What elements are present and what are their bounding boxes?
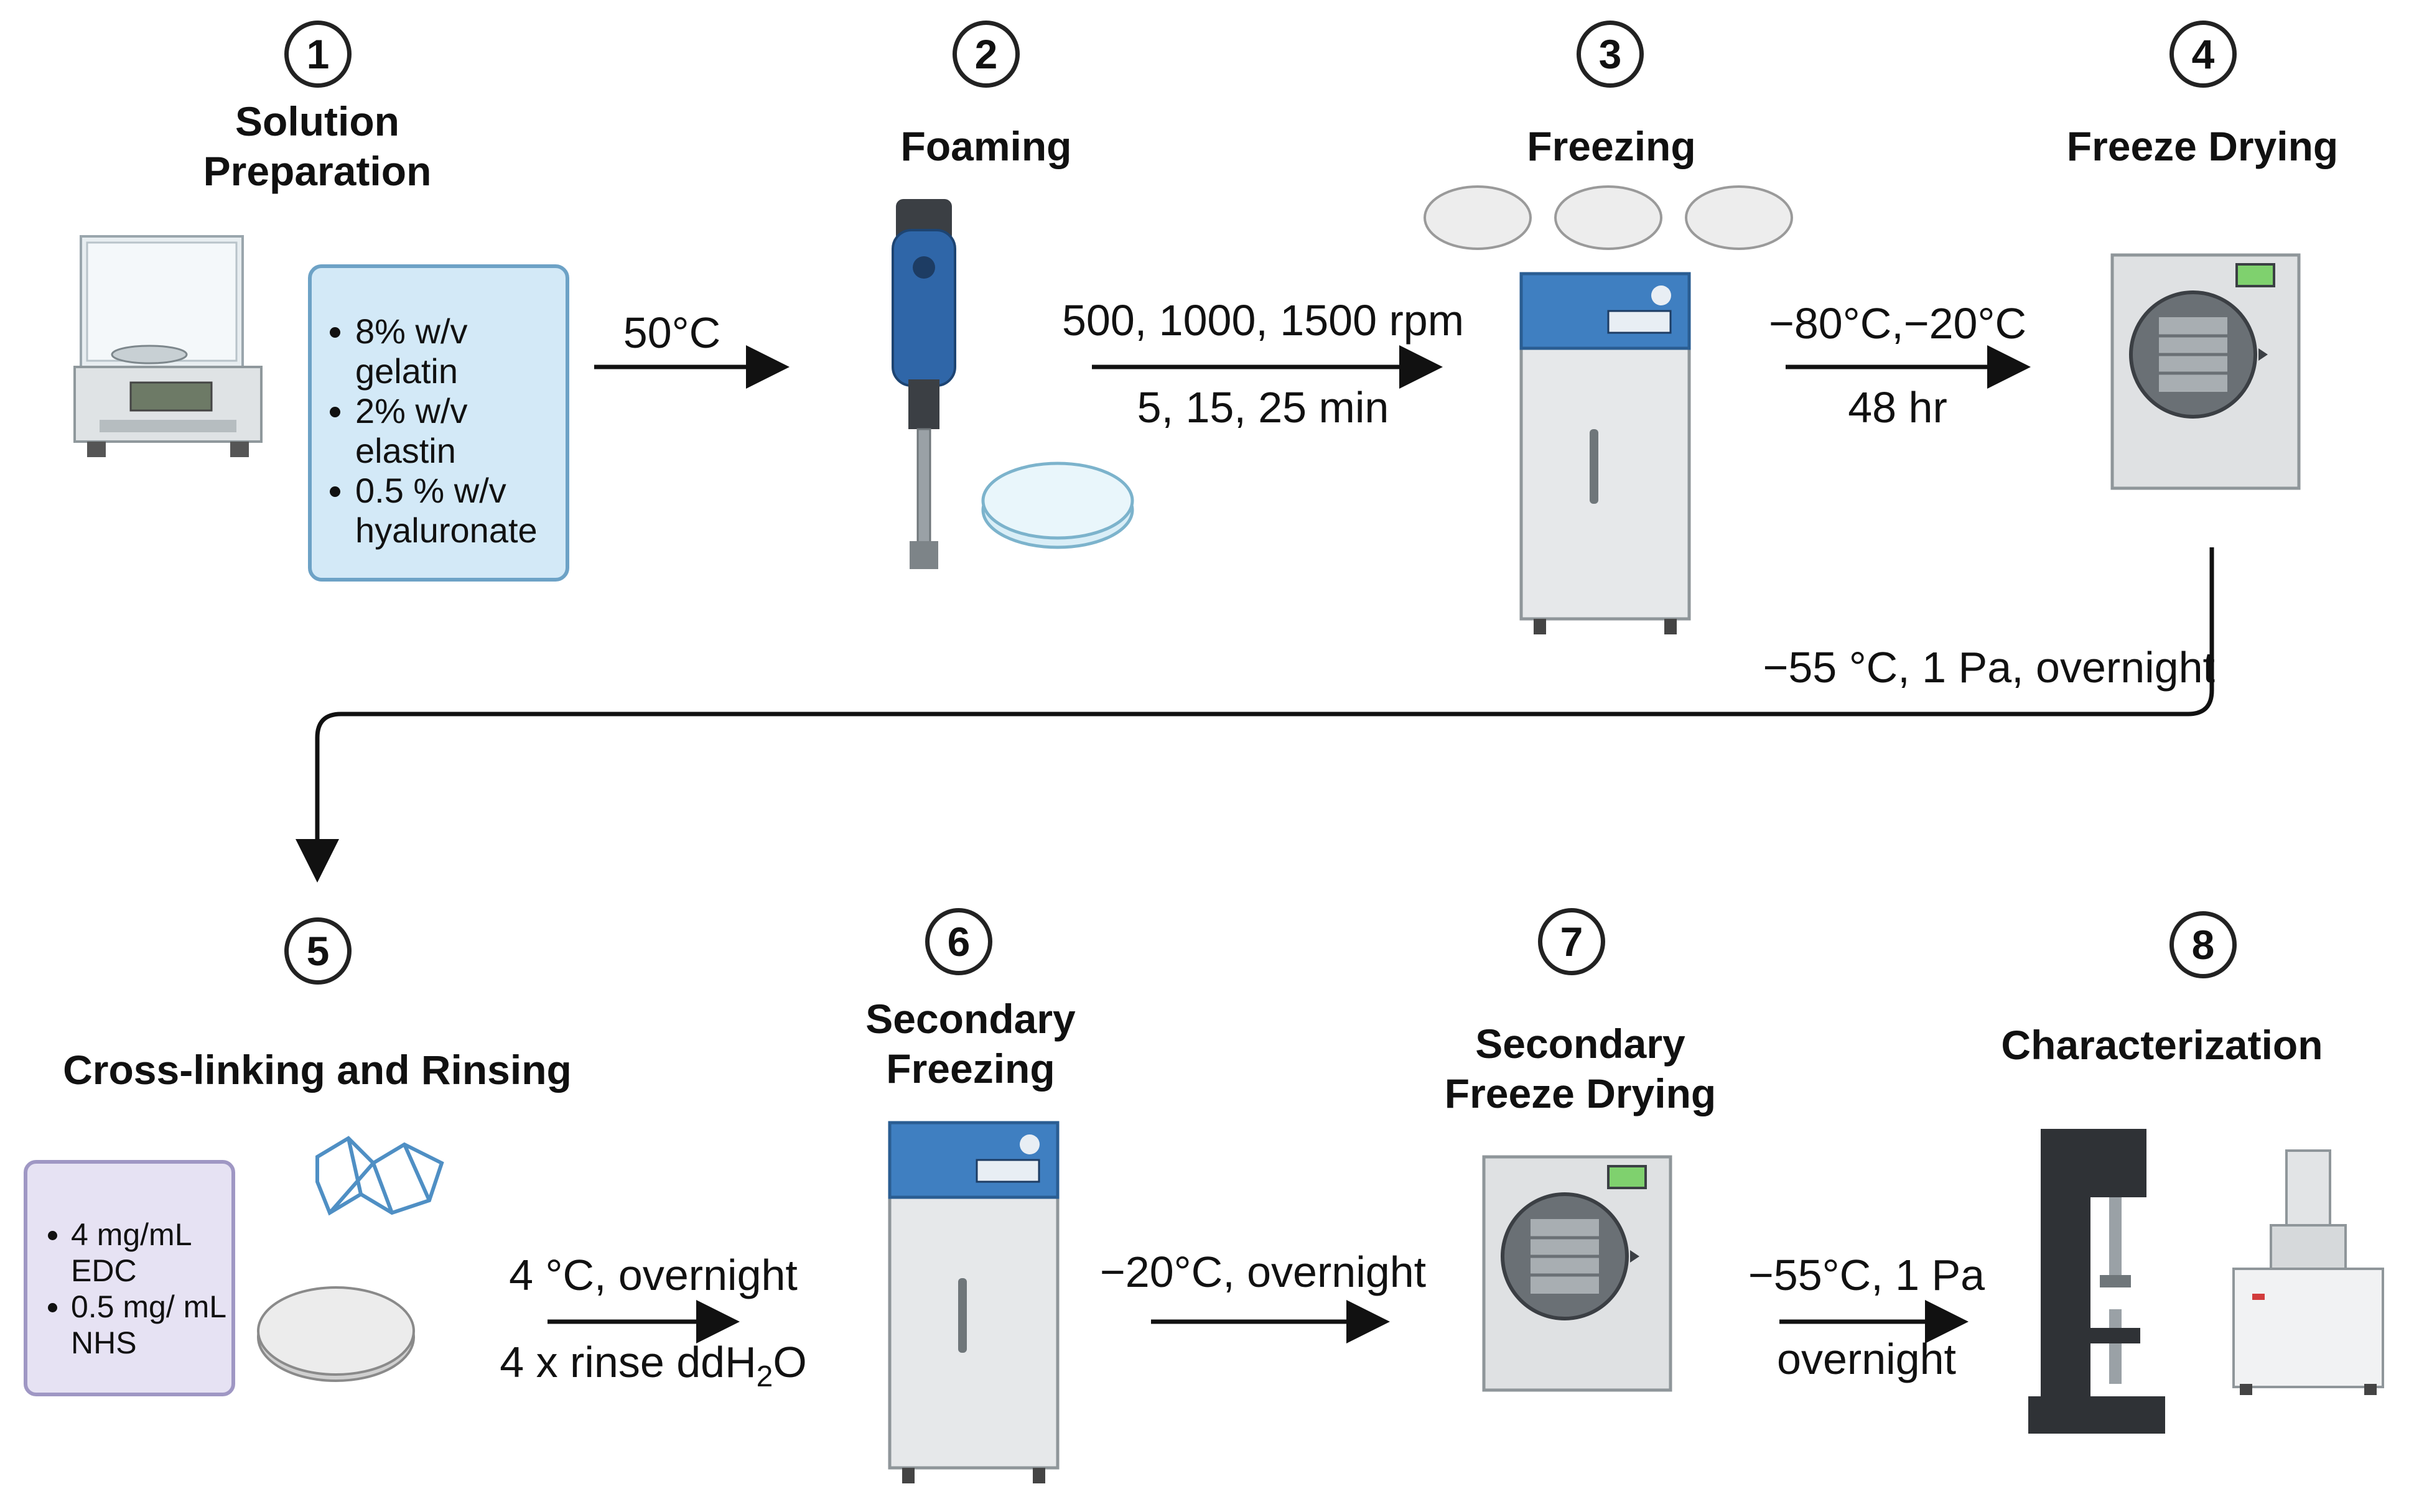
cond-5-rinse: 4 x rinse ddH2O — [500, 1338, 807, 1393]
solution-beaker: 8% w/v gelatin 2% w/v elastin 0.5 % w/v … — [308, 264, 569, 582]
secondary-freezer-icon — [888, 1121, 1060, 1483]
hand-mixer-icon — [892, 199, 956, 569]
cond-7-time: overnight — [1777, 1335, 1956, 1383]
cond-7-temp: −55°C, 1 Pa — [1748, 1251, 1985, 1299]
step-8-title: Characterization — [2001, 1022, 2323, 1068]
step-3-title: Freezing — [1527, 123, 1696, 169]
freeze-dryer-icon — [2110, 253, 2301, 490]
cond-6: −20°C, overnight — [1099, 1248, 1427, 1296]
mechanical-tester-icon — [2028, 1129, 2165, 1434]
foam-discs-icon — [1424, 185, 1793, 250]
solution-item: 8% w/v gelatin — [355, 312, 559, 391]
freezer-icon — [1519, 272, 1691, 634]
step-4-number: 4 — [2169, 21, 2237, 88]
polymer-network-icon — [315, 1136, 444, 1216]
step-6-title: Secondary Freezing — [865, 996, 1076, 1092]
step-5-title: Cross-linking and Rinsing — [63, 1047, 572, 1093]
step-7-number: 7 — [1538, 908, 1605, 975]
step-2-title: Foaming — [900, 123, 1072, 169]
step-8-number: 8 — [2169, 911, 2237, 978]
electron-microscope-icon — [2232, 1149, 2384, 1395]
step-1-number: 1 — [284, 21, 352, 88]
scaffold-disc-icon — [257, 1286, 415, 1382]
step-2-number: 2 — [953, 21, 1020, 88]
cond-2-time: 5, 15, 25 min — [1137, 383, 1389, 432]
crosslink-item: 0.5 mg/ mL NHS — [71, 1289, 228, 1361]
step-3-number: 3 — [1577, 21, 1644, 88]
solution-item: 2% w/v elastin — [355, 391, 559, 471]
step-7-title: Secondary Freeze Drying — [1444, 1021, 1717, 1116]
cond-2-rpm: 500, 1000, 1500 rpm — [1061, 296, 1465, 345]
cond-4: −55 °C, 1 Pa, overnight — [1763, 643, 2216, 692]
petri-dish-icon — [981, 461, 1134, 549]
step-1-title: Solution Preparation — [203, 98, 432, 194]
solution-item: 0.5 % w/v hyaluronate — [355, 471, 559, 550]
step-5-number: 5 — [284, 917, 352, 985]
step-6-number: 6 — [925, 908, 992, 975]
cond-5-temp: 4 °C, overnight — [509, 1251, 798, 1299]
step-4-title: Freeze Drying — [2066, 123, 2339, 169]
analytical-balance-icon — [73, 235, 263, 457]
cond-3-time: 48 hr — [1848, 383, 1947, 432]
cond-1: 50°C — [623, 308, 721, 357]
secondary-freeze-dryer-icon — [1482, 1155, 1672, 1392]
crosslink-beaker: 4 mg/mL EDC 0.5 mg/ mL NHS — [24, 1160, 235, 1396]
crosslink-item: 4 mg/mL EDC — [71, 1217, 228, 1289]
arrow-4-5 — [296, 547, 2214, 883]
cond-3-temp: −80°C,−20°C — [1768, 299, 2027, 348]
